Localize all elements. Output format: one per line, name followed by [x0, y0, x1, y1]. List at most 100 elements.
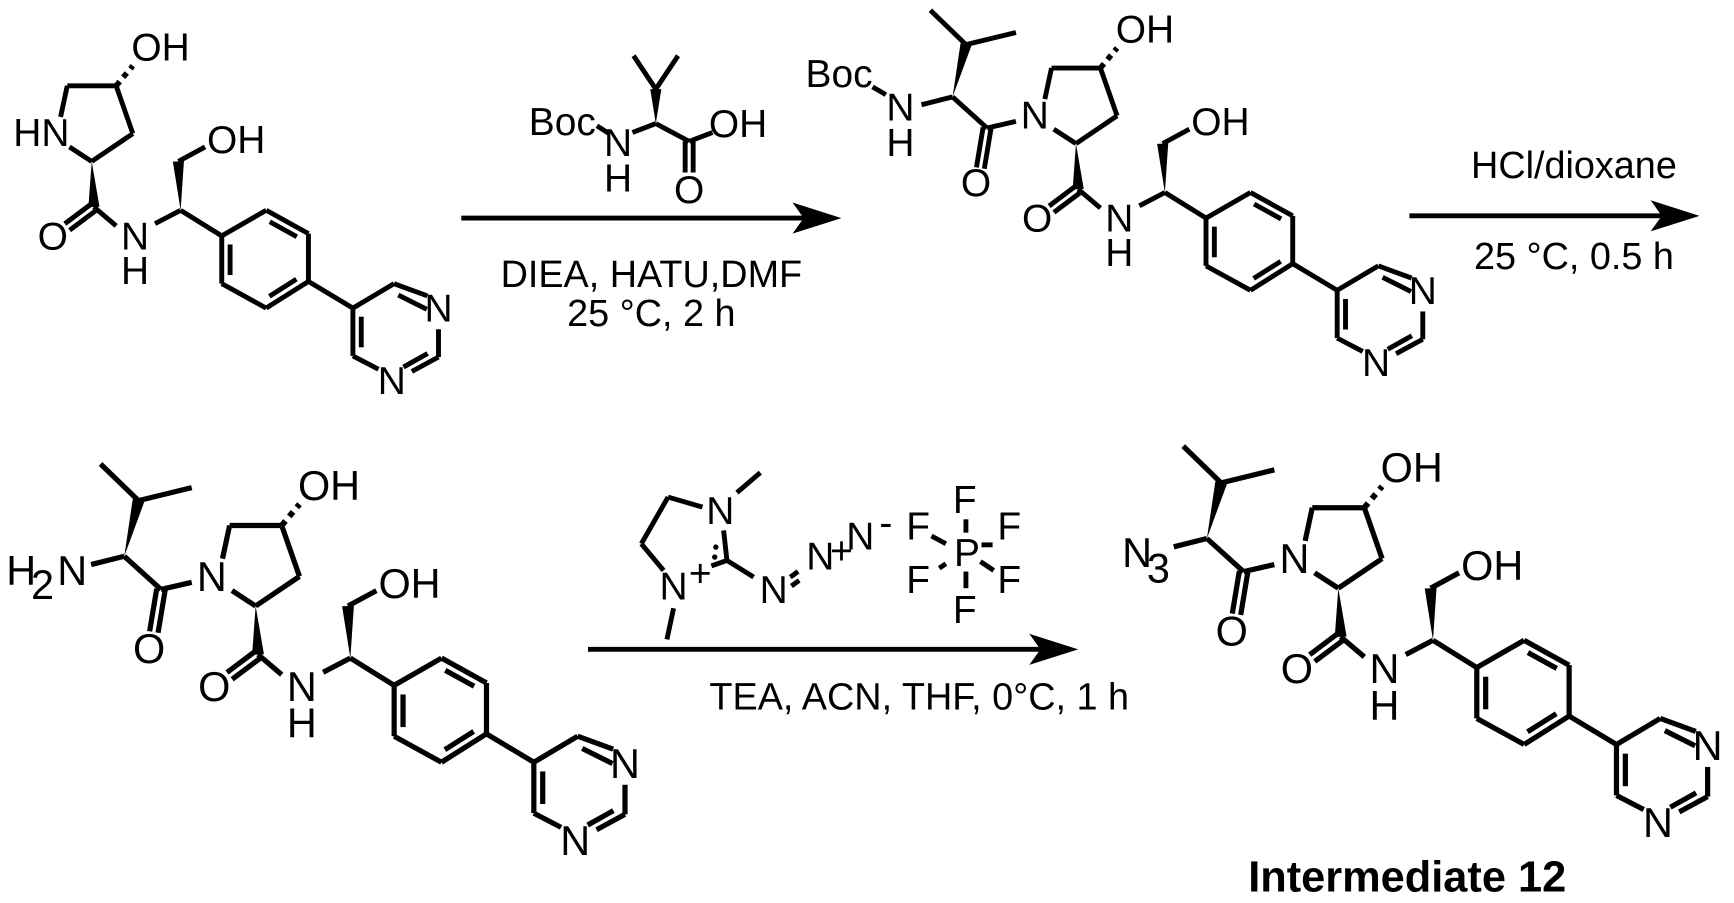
bond: [953, 97, 987, 128]
hydroxy-hashed-bond: [282, 504, 300, 525]
amide-bond: [987, 121, 1016, 128]
fluorine-label: F: [906, 506, 930, 549]
hydroxy-hashed-bond: [1364, 486, 1382, 507]
ring-n-label: N: [1280, 535, 1310, 582]
amide-oxygen-label: O: [38, 215, 68, 258]
bond: [181, 210, 222, 236]
carboxamide-wedge-bond: [1335, 588, 1347, 637]
bond: [155, 210, 181, 223]
inner-double-bond: [582, 748, 612, 763]
amide-carbonyl-double-bond: [1049, 186, 1080, 212]
carboxamide-wedge-bond: [1073, 144, 1084, 190]
ring-bond: [1364, 508, 1382, 559]
pyrimidine-bond: [353, 356, 379, 369]
step-1-condition-reagents: DIEA, HATU,DMF: [501, 254, 803, 296]
amine-subscript-2: 2: [31, 561, 54, 608]
ring-bond: [668, 497, 702, 507]
reagent-wedge-bond: [650, 89, 661, 123]
methyl-bond: [656, 56, 678, 89]
phenyl-bond: [222, 210, 266, 236]
azide-n-a-label: N: [760, 569, 788, 612]
intermediate-12-caption: Intermediate 12: [1248, 854, 1566, 902]
bond: [1341, 637, 1365, 657]
pyrimidine-n1-label: N: [1643, 799, 1673, 846]
acyl-oxygen-label: O: [1216, 607, 1248, 654]
amide-bond: [161, 582, 192, 589]
bond: [258, 655, 282, 675]
amine-intermediate-structure: NOHONHOHNNOH2N: [6, 462, 640, 864]
reagent-boc-label: Boc: [529, 101, 596, 144]
bond: [1139, 193, 1165, 206]
bond: [348, 591, 376, 606]
amide-hydrogen-label: H: [1105, 232, 1133, 275]
ring-bond: [724, 530, 727, 560]
carboxamide-wedge-bond: [252, 606, 264, 655]
pyrimidine-bond: [1616, 795, 1643, 809]
bond: [632, 124, 655, 133]
phenyl-bond: [1206, 266, 1250, 290]
bond: [178, 147, 205, 161]
amide-hydrogen-label: H: [287, 700, 317, 747]
azide-n-c-label: N: [846, 516, 874, 559]
pyrimidine-bond: [534, 736, 578, 762]
pyrimidine-n1-label: N: [378, 360, 406, 403]
ring-bond: [92, 134, 133, 162]
amide-bond: [1244, 565, 1275, 572]
amide-hydrogen-label: H: [121, 250, 149, 293]
azide-double-bond-dash: [790, 572, 798, 578]
azide-charge-minus: -: [879, 502, 892, 545]
methyl-bond: [634, 56, 656, 89]
pyrimidine-bond: [1337, 266, 1378, 290]
starting-material-structure: HNOHONHOHNN: [13, 27, 452, 403]
inner-double-bond: [1665, 731, 1695, 746]
pyrimidine-n3-label: N: [1409, 270, 1437, 313]
side-hydroxyl-label: OH: [1191, 101, 1249, 144]
alpha-substituent-bond: [921, 97, 952, 105]
bond: [1165, 193, 1206, 219]
ring-bond: [1315, 573, 1339, 588]
fluorine-label: F: [906, 559, 930, 602]
ring-nh-label: HN: [13, 112, 69, 155]
fluorine-label: F: [997, 506, 1021, 549]
bond: [1433, 640, 1477, 667]
ring-bond: [256, 576, 300, 606]
boc-label: Boc: [806, 53, 873, 96]
amine-n-label: N: [57, 547, 87, 594]
step-3-conditions: TEA, ACN, THF, 0°C, 1 h: [709, 676, 1129, 718]
fluorine-label: F: [953, 479, 977, 522]
bond: [94, 207, 116, 226]
ring-charge-plus: +: [689, 552, 712, 595]
step-2-condition-reagent: HCl/dioxane: [1471, 145, 1677, 187]
phenyl-bond: [1477, 640, 1524, 667]
amide-oxygen-label: O: [1022, 198, 1052, 241]
boc-bond: [873, 87, 886, 95]
hydroxymethyl-wedge-bond: [173, 161, 184, 210]
phosphorus-label: P: [954, 532, 980, 575]
hydroxy-hashed-bond: [1100, 48, 1117, 68]
hydroxymethyl-wedge-bond: [1425, 588, 1437, 640]
ring-bond: [116, 86, 133, 134]
step-2-condition-temp-time: 25 °C, 0.5 h: [1474, 236, 1674, 278]
acyl-oxygen-label: O: [961, 162, 991, 205]
charge-dot: [713, 544, 718, 549]
ring-n-label: N: [1021, 94, 1049, 137]
pyrimidine-bond: [534, 813, 561, 827]
acyl-oxygen-label: O: [133, 625, 165, 672]
bond: [323, 658, 350, 672]
ring-hydroxyl-label: OH: [131, 27, 189, 70]
azide-double-bond-dash: [791, 580, 799, 586]
p-f-bond: [939, 564, 946, 568]
bond: [124, 556, 161, 589]
bond: [1406, 640, 1433, 654]
ring-hydroxyl-label: OH: [1381, 444, 1443, 491]
boc-intermediate-structure: NOHONHOHNNONHBoc: [806, 9, 1437, 385]
side-hydroxyl-label: OH: [1461, 542, 1523, 589]
ring-bond: [232, 591, 256, 606]
inner-double-bond: [1383, 277, 1411, 291]
fluorine-label: F: [997, 559, 1021, 602]
bond: [1207, 539, 1244, 572]
pyrimidine-n3-label: N: [1693, 722, 1723, 769]
inner-double-bond: [398, 295, 426, 309]
ring-bond: [1338, 559, 1382, 589]
